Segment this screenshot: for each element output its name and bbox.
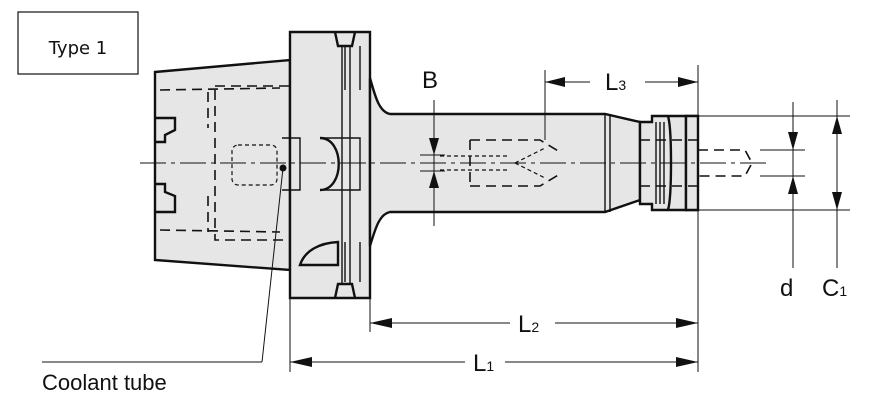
dim-L3: L3: [544, 69, 698, 140]
dim-L1: L1: [289, 298, 698, 377]
dim-d: d: [760, 102, 805, 302]
flange: [288, 30, 372, 300]
label-L2: L2: [518, 311, 539, 338]
dim-L2: L2: [369, 298, 698, 338]
coolant-leader: Coolant tube: [42, 167, 284, 395]
label-L1: L1: [473, 350, 494, 377]
dim-B: B: [420, 67, 445, 226]
body-neck: [368, 77, 700, 247]
dim-C1: C1: [698, 100, 850, 302]
label-d: d: [780, 275, 793, 302]
label-coolant-tube: Coolant tube: [42, 370, 167, 395]
label-B: B: [422, 67, 438, 94]
type-label: Type 1: [48, 38, 108, 59]
type-label-box: Type 1: [17, 11, 139, 75]
label-L3: L3: [605, 69, 626, 96]
label-C1: C1: [822, 275, 847, 302]
